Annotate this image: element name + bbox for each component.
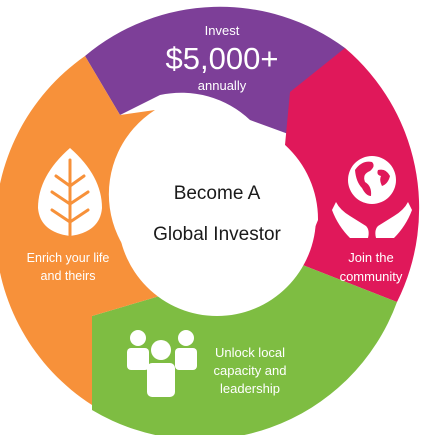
people-group-icon (127, 330, 197, 397)
segment-invest (85, 6, 345, 151)
center-circle (118, 118, 316, 316)
invest-frequency: annually (198, 78, 247, 93)
enrich-label-line1: Enrich your life (27, 251, 110, 265)
unlock-label-line3: leadership (220, 381, 280, 396)
center-title-line1: Become A (174, 183, 261, 204)
globe-in-hands-icon (332, 156, 412, 238)
enrich-label-line2: and theirs (41, 269, 96, 283)
join-label-line2: community (340, 269, 403, 284)
leaf-icon (38, 148, 102, 248)
segment-enrich (0, 56, 180, 405)
invest-label: Invest (205, 23, 240, 38)
unlock-label-line2: capacity and (214, 363, 287, 378)
unlock-label-line1: Unlock local (215, 345, 285, 360)
join-label-line1: Join the (348, 250, 394, 265)
center-title-line2: Global Investor (153, 224, 281, 245)
invest-amount: $5,000+ (166, 41, 279, 76)
